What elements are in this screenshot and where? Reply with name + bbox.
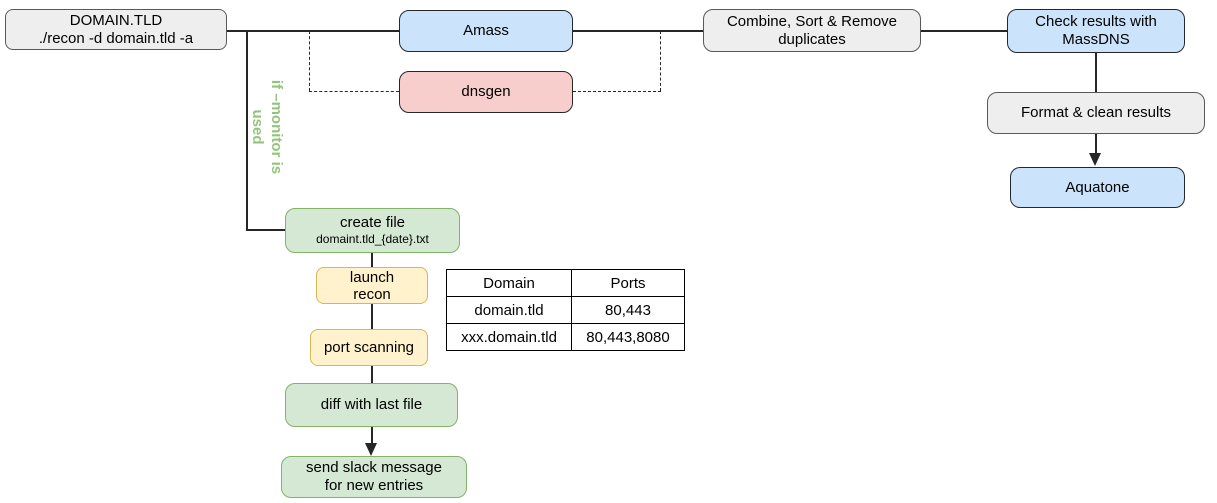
node-slack-message: send slack message for new entries [281,456,467,498]
domain-ports-table: Domain Ports domain.tld 80,443 xxx.domai… [446,269,685,351]
edge-massdns-format [1095,53,1097,92]
node-port-scanning: port scanning [310,329,428,366]
dashed-edge-right-vertical [660,31,661,91]
table-row: domain.tld 80,443 [446,296,685,324]
edge-amass-combine [573,30,703,32]
node-amass: Amass [399,10,573,52]
dashed-edge-from-dnsgen [573,91,661,92]
start-command: ./recon -d domain.tld -a [38,29,194,47]
node-launch-recon: launch recon [316,267,428,304]
format-label: Format & clean results [1020,104,1172,121]
node-format-clean: Format & clean results [987,92,1205,134]
node-dnsgen: dnsgen [399,71,573,113]
edge-launch-portscan [371,304,373,329]
dnsgen-label: dnsgen [461,83,511,100]
table-cell-domain: xxx.domain.tld [446,323,572,351]
node-create-file: create file domaint.tld_{date}.txt [285,208,460,253]
arrowhead-aquatone [1089,153,1101,166]
port-scanning-label: port scanning [323,338,415,356]
edge-diff-slack [371,427,373,444]
table-header-domain: Domain [446,269,572,297]
slack-line2: for new entries [324,477,424,494]
edge-createfile-launch [371,253,373,268]
create-file-filename: domaint.tld_{date}.txt [316,232,429,246]
edge-start-createfile-horizontal [246,229,285,231]
table-cell-ports: 80,443,8080 [571,323,685,351]
dashed-edge-to-dnsgen [309,91,399,92]
combine-line2: duplicates [778,30,846,48]
edge-start-createfile-vertical [246,31,248,229]
amass-label: Amass [463,22,509,39]
node-diff-last-file: diff with last file [285,383,458,427]
slack-line1: send slack message [306,459,442,476]
table-cell-ports: 80,443 [571,296,685,324]
table-cell-domain: domain.tld [446,296,572,324]
node-massdns: Check results with MassDNS [1007,9,1185,53]
massdns-line1: Check results with [1035,13,1157,30]
table-header-row: Domain Ports [446,269,685,297]
node-start: DOMAIN.TLD ./recon -d domain.tld -a [5,9,227,50]
massdns-line2: MassDNS [1062,31,1130,48]
edge-start-amass [227,30,399,32]
dashed-edge-left-vertical [309,31,310,91]
table-row: xxx.domain.tld 80,443,8080 [446,323,685,351]
node-combine-sort: Combine, Sort & Remove duplicates [703,9,921,52]
aquatone-label: Aquatone [1065,178,1130,196]
launch-recon-line1: launch [349,268,395,286]
diff-label: diff with last file [320,396,423,413]
edge-format-aquatone [1095,134,1097,155]
edge-combine-massdns [921,30,1007,32]
arrowhead-slack [365,443,377,456]
start-title: DOMAIN.TLD [69,11,163,29]
table-header-ports: Ports [571,269,685,297]
create-file-label: create file [339,214,406,231]
node-aquatone: Aquatone [1010,167,1185,208]
edge-portscan-diff [371,366,373,383]
combine-line1: Combine, Sort & Remove [726,12,898,30]
launch-recon-line2: recon [353,285,391,303]
monitor-condition-note: if –monitor is used [249,79,285,175]
